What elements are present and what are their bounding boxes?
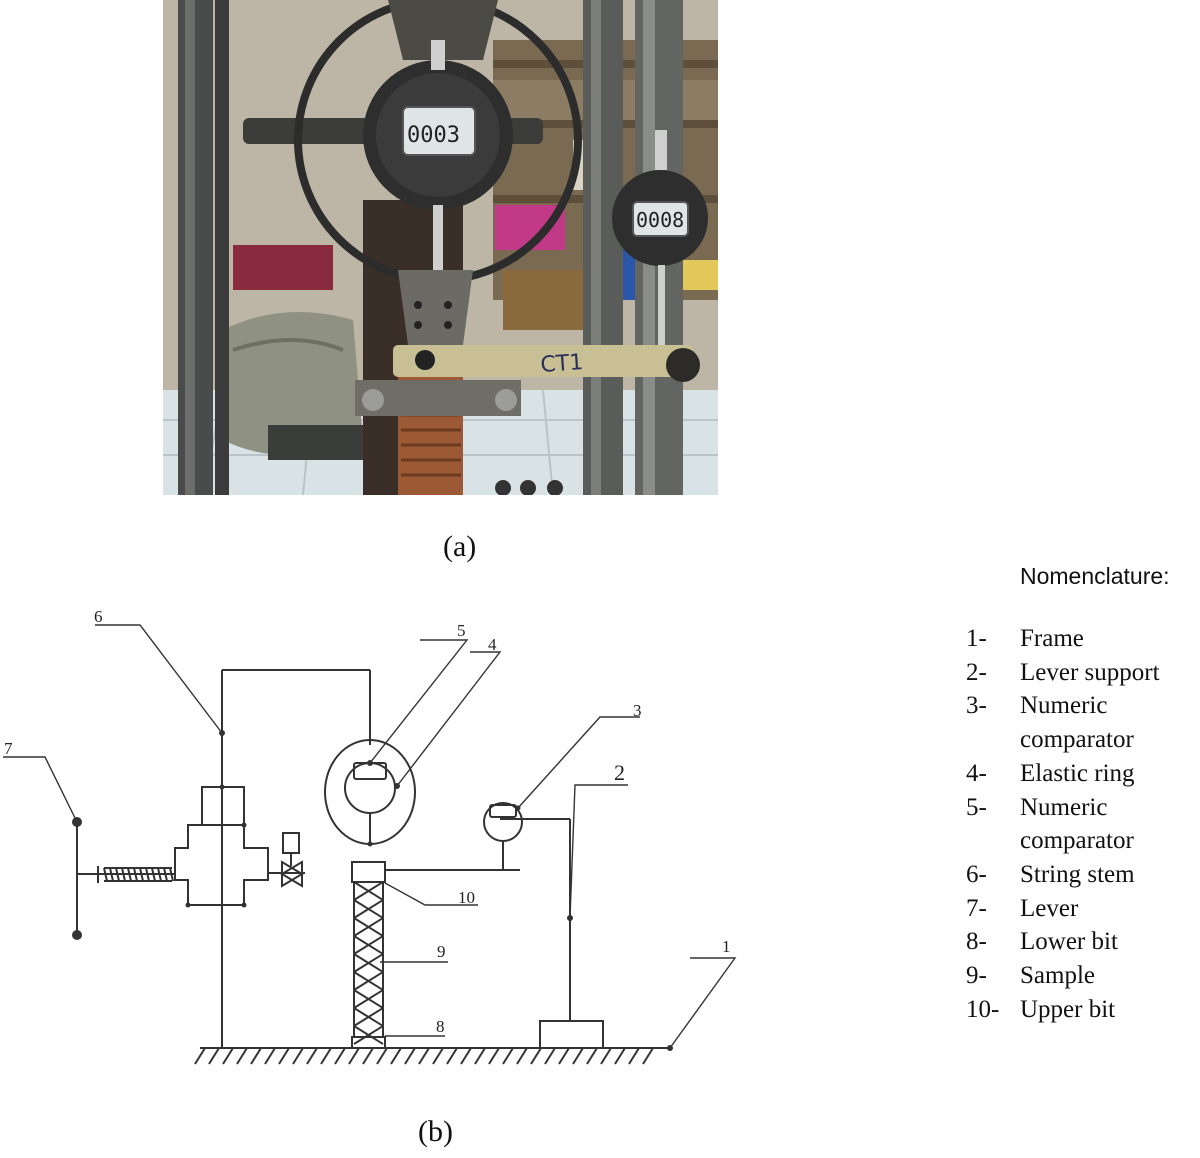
sample-tag: CT1	[540, 350, 584, 378]
legend-item-text: Elastic ring	[1020, 759, 1135, 787]
legend-item-number: 1-	[966, 625, 987, 652]
legend-item-number: 9-	[966, 962, 987, 990]
callout-2: 2	[614, 760, 625, 785]
test-rig-schematic: 1 2 3 4 5 6 7 8 9 10	[3, 607, 737, 1065]
legend-item: 9- Sample	[966, 959, 1200, 993]
legend-item-text: Lever support	[1020, 658, 1160, 686]
legend-item-text: Frame	[1020, 625, 1084, 652]
side-gauge-reading: 0008	[636, 208, 684, 232]
legend-item-text: Numeric comparator	[1020, 692, 1134, 754]
legend-item-number: 8-	[966, 928, 987, 956]
legend-item-text: Lever	[1020, 894, 1079, 922]
callout-9: 9	[437, 942, 446, 961]
test-rig-photo: 0003 0008 CT1	[163, 0, 718, 495]
legend-item-text: Sample	[1020, 962, 1095, 990]
legend-item: 3- Numeric comparator	[966, 689, 1200, 756]
panel-a-label: (a)	[443, 530, 477, 563]
legend-item-number: 7-	[966, 894, 987, 922]
legend-item-number: 6-	[966, 860, 987, 888]
legend-item: 6- String stem	[966, 858, 1200, 892]
legend-item-number: 5-	[966, 793, 987, 821]
legend-item: 1- Frame	[966, 622, 1200, 656]
nomenclature-legend: 1- Frame 2- Lever support 3- Numeric comparat…	[966, 622, 1200, 1026]
panel-b-label: (b)	[418, 1115, 453, 1148]
legend-item: 7- Lever	[966, 892, 1200, 926]
legend-item-text: String stem	[1020, 860, 1135, 888]
callout-1: 1	[722, 937, 731, 956]
legend-item: 4- Elastic ring	[966, 757, 1200, 791]
legend-item-text: Numeric comparator	[1020, 793, 1134, 855]
legend-item-text: Lower bit	[1020, 928, 1118, 956]
legend-title: Nomenclature:	[1020, 563, 1170, 589]
callout-4: 4	[488, 635, 497, 654]
callout-7: 7	[4, 739, 13, 758]
legend-item: 2- Lever support	[966, 656, 1200, 690]
legend-item: 8- Lower bit	[966, 925, 1200, 959]
callout-8: 8	[436, 1017, 445, 1036]
callout-10: 10	[458, 888, 475, 907]
legend-item-number: 2-	[966, 658, 987, 686]
legend-item-number: 4-	[966, 759, 987, 787]
legend-item: 5- Numeric comparator	[966, 791, 1200, 858]
legend-item: 10- Upper bit	[966, 993, 1200, 1027]
callout-5: 5	[457, 621, 466, 640]
callout-3: 3	[633, 701, 642, 720]
legend-item-number: 3-	[966, 692, 987, 720]
legend-item-number: 10-	[966, 995, 1000, 1023]
legend-item-text: Upper bit	[1020, 995, 1116, 1023]
callout-6: 6	[94, 607, 103, 626]
main-gauge-reading: 0003	[407, 123, 460, 148]
